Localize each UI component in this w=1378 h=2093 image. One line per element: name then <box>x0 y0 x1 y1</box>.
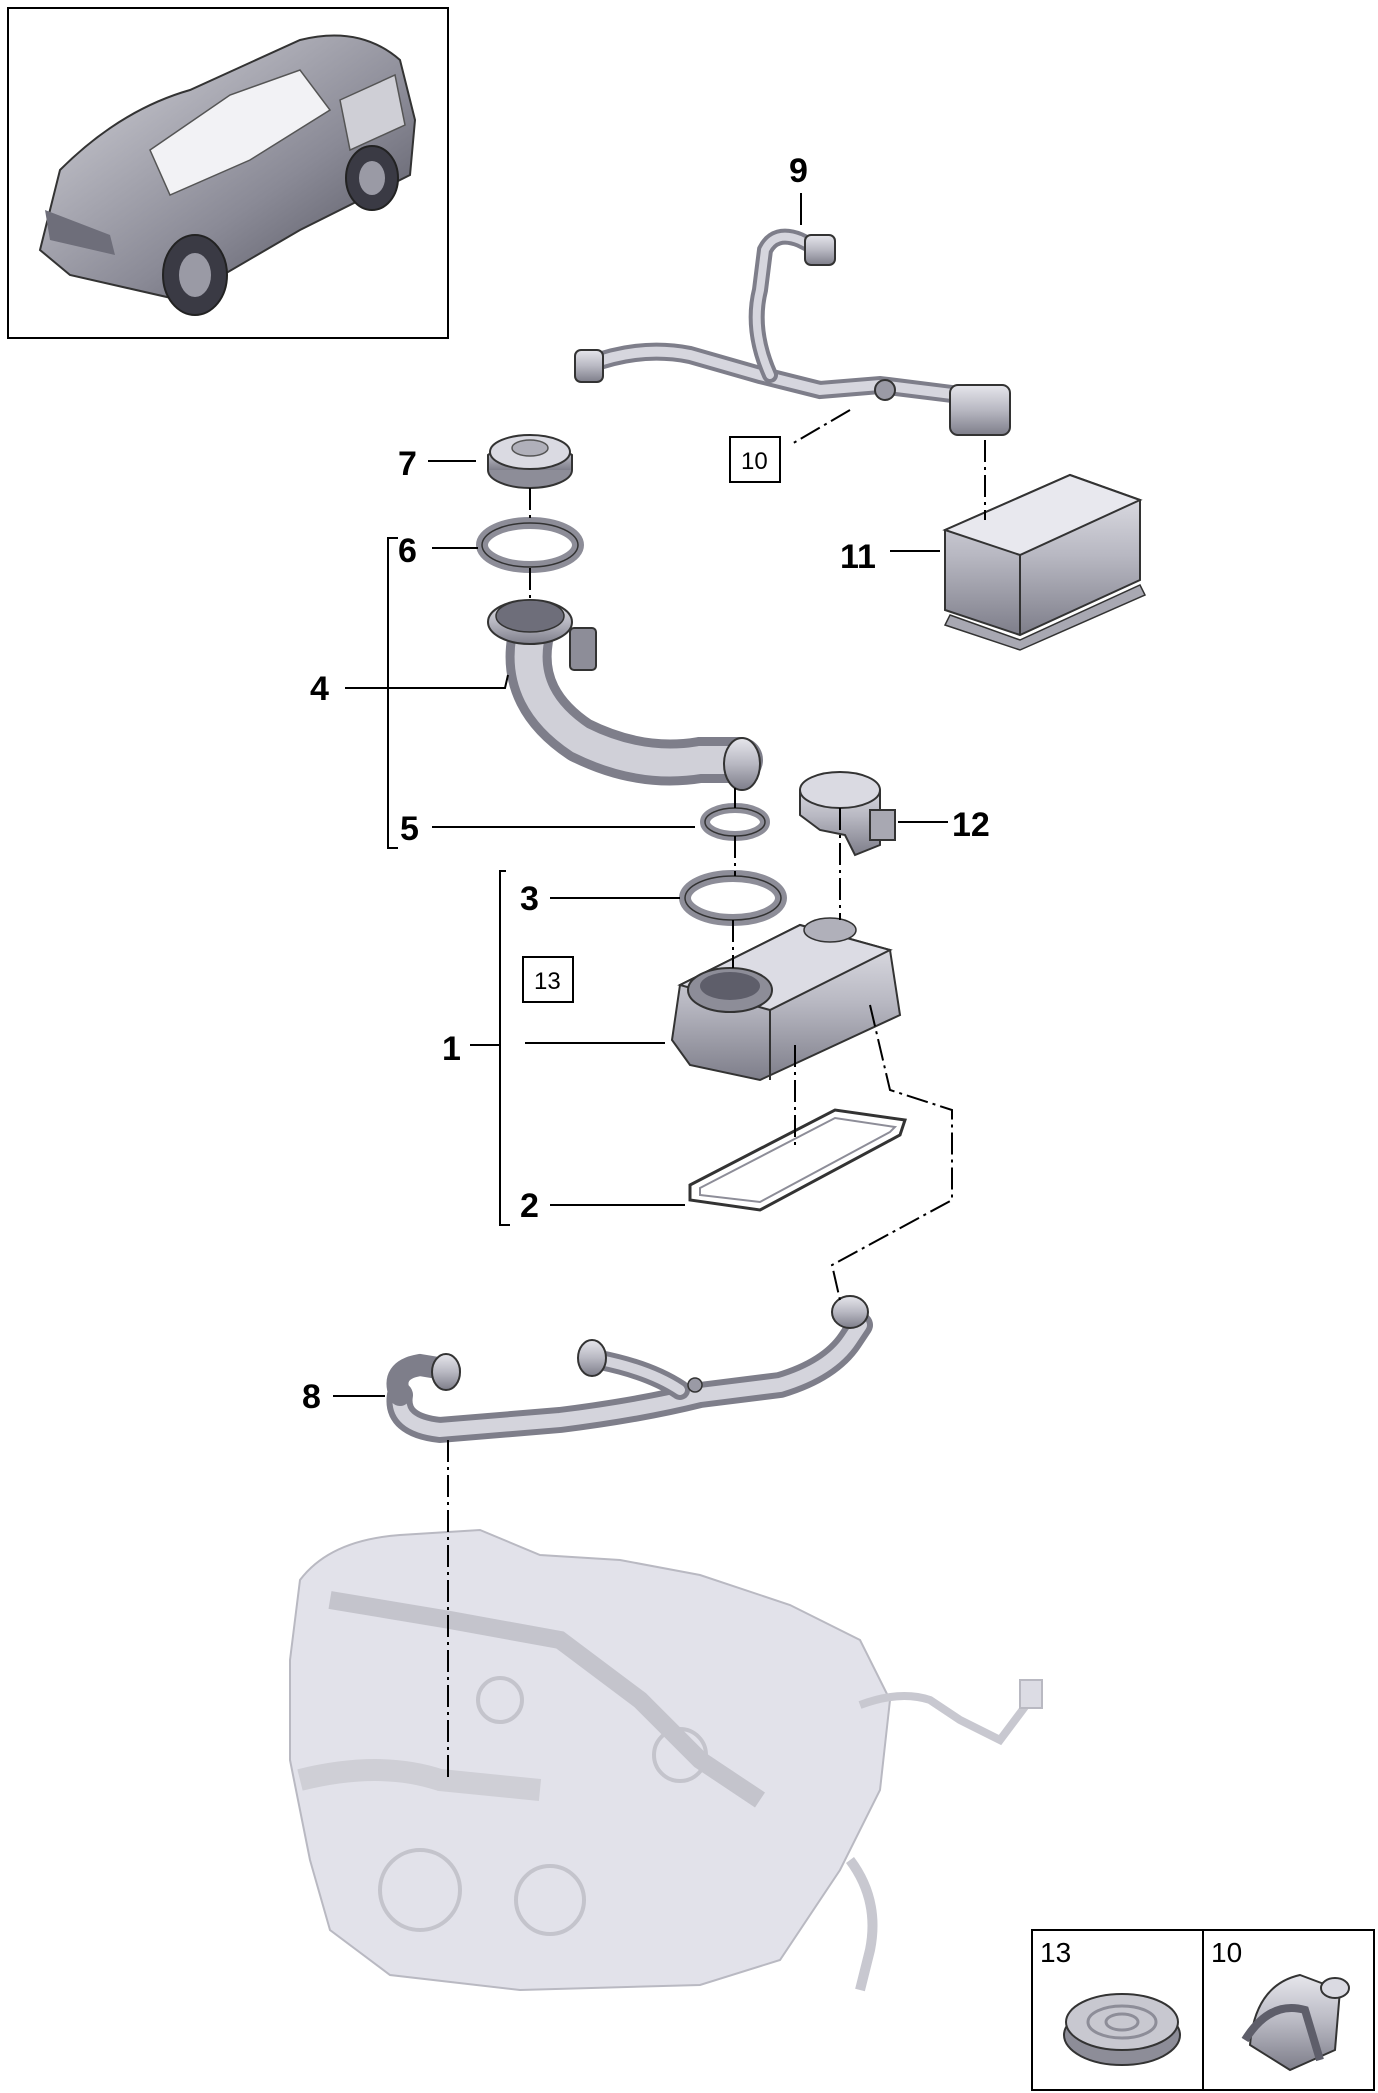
legend-label-10: 10 <box>1211 1937 1242 1968</box>
legend-box: 13 10 <box>1031 1929 1375 2091</box>
part-2-gasket <box>688 1108 907 1212</box>
part-11-box <box>942 473 1147 651</box>
vehicle-thumbnail <box>7 7 449 339</box>
part-1-housing <box>670 917 902 1082</box>
assembly-lines <box>447 409 986 1780</box>
leader-lines <box>333 193 948 1397</box>
part-3-seal-ring <box>679 870 787 926</box>
part-12-valve <box>799 771 896 857</box>
callout-6: 6 <box>398 532 417 570</box>
callout-12: 12 <box>952 806 990 844</box>
boxed-ref-10-label: 10 <box>741 448 768 475</box>
callout-2: 2 <box>520 1187 539 1225</box>
part-8-breather-pipe <box>386 1295 873 1444</box>
part-6-seal-ring <box>476 517 584 573</box>
callout-11: 11 <box>840 538 876 576</box>
legend-part-10 <box>1241 1973 1350 2072</box>
callout-5: 5 <box>400 810 419 848</box>
boxed-ref-10: 10 <box>729 436 781 483</box>
callout-1: 1 <box>442 1030 461 1068</box>
callout-7: 7 <box>398 445 417 483</box>
part-9-vent-hose <box>574 228 1011 436</box>
callout-3: 3 <box>520 880 539 918</box>
legend-part-13 <box>1063 1993 1181 2066</box>
boxed-ref-13: 13 <box>522 956 574 1003</box>
callout-9: 9 <box>789 152 808 190</box>
engine-ghost <box>289 1528 1043 1992</box>
callouts: 1 2 3 4 5 6 7 8 9 11 12 <box>302 152 990 1416</box>
boxed-ref-13-label: 13 <box>534 968 561 995</box>
legend-label-13: 13 <box>1040 1937 1071 1968</box>
part-5-ring <box>700 803 770 841</box>
callout-4: 4 <box>310 670 329 708</box>
part-4-filler-pipe <box>487 599 763 791</box>
callout-8: 8 <box>302 1378 321 1416</box>
part-7-cap <box>487 434 573 489</box>
